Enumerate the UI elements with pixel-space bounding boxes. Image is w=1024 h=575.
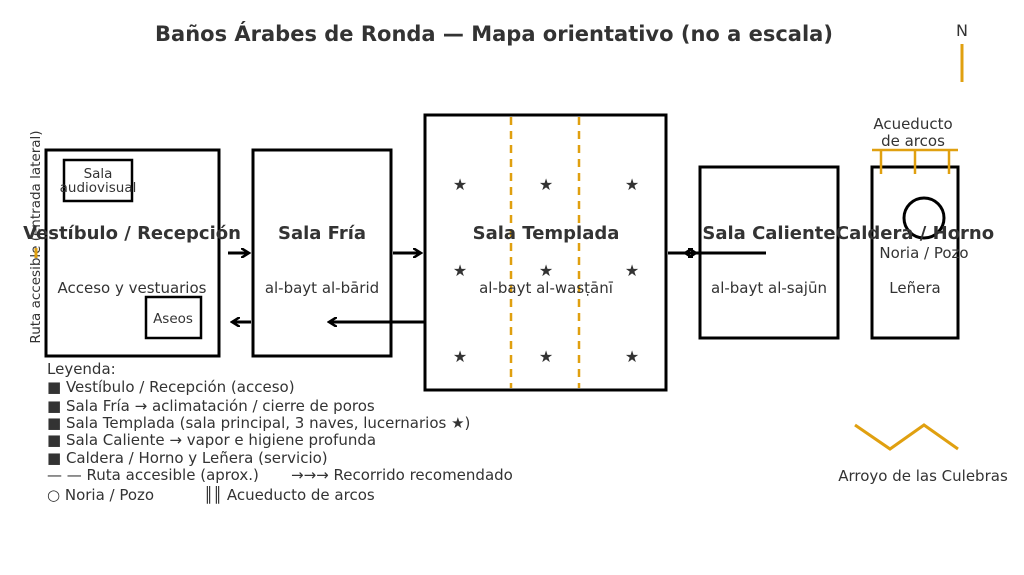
caliente-title: Sala Caliente xyxy=(702,223,835,244)
room-caldera: Caldera / Horno Noria / Pozo Leñera xyxy=(836,165,994,340)
room-vestibulo: Sala audiovisual Vestíbulo / Recepción A… xyxy=(23,148,241,358)
north-label: N xyxy=(956,21,968,40)
skylight-star-icon: ★ xyxy=(625,347,639,366)
room-templada: ★ ★ ★ ★ ★ ★ ★ ★ ★ Sala Templada al-bayt … xyxy=(423,113,668,392)
map-title: Baños Árabes de Ronda — Mapa orientativo… xyxy=(155,21,833,46)
arroyo-label: Arroyo de las Culebras xyxy=(838,467,1008,485)
skylight-star-icon: ★ xyxy=(453,347,467,366)
legend-heading: Leyenda: xyxy=(47,360,116,378)
skylight-star-icon: ★ xyxy=(453,261,467,280)
legend-item: ■ Caldera / Horno y Leñera (servicio) xyxy=(47,449,328,467)
skylight-star-icon: ★ xyxy=(625,175,639,194)
acueducto-label-1: Acueducto xyxy=(873,115,952,133)
noria-label: Noria / Pozo xyxy=(879,244,968,262)
legend: Leyenda: ■ Vestíbulo / Recepción (acceso… xyxy=(47,360,513,504)
legend-item: ■ Sala Fría → aclimatación / cierre de p… xyxy=(47,397,375,415)
caliente-subtitle: al-bayt al-sajūn xyxy=(711,279,827,297)
skylight-star-icon: ★ xyxy=(539,175,553,194)
aseos-label: Aseos xyxy=(153,311,193,327)
caldera-title: Caldera / Horno xyxy=(836,223,994,244)
skylight-star-icon: ★ xyxy=(625,261,639,280)
legend-noria: ○ Noria / Pozo xyxy=(47,486,154,504)
aqueduct-icon: Acueducto de arcos xyxy=(872,115,958,174)
legend-item: ■ Vestíbulo / Recepción (acceso) xyxy=(47,378,295,396)
skylight-star-icon: ★ xyxy=(453,175,467,194)
acueducto-label-2: de arcos xyxy=(881,132,945,150)
north-arrow-icon: N xyxy=(956,21,968,82)
noria-circle-icon xyxy=(902,196,946,240)
legend-item: ■ Sala Templada (sala principal, 3 naves… xyxy=(47,414,470,432)
templada-title: Sala Templada xyxy=(473,223,620,244)
accessible-route-label: Ruta accesible (entrada lateral) xyxy=(28,130,44,343)
legend-route-arrows: →→→ Recorrido recomendado xyxy=(291,466,513,484)
audiovisual-room xyxy=(62,158,134,203)
audiovisual-label-1: Sala xyxy=(84,166,113,182)
fria-subtitle: al-bayt al-bārid xyxy=(265,279,379,297)
audiovisual-label-2: audiovisual xyxy=(60,180,137,196)
legend-route-line: — — Ruta accesible (aprox.) xyxy=(47,466,259,484)
legend-item: ■ Sala Caliente → vapor e higiene profun… xyxy=(47,431,376,449)
stream-icon xyxy=(854,423,959,451)
vestibulo-title: Vestíbulo / Recepción xyxy=(23,223,241,244)
fria-title: Sala Fría xyxy=(278,223,366,244)
legend-acueducto: ║║ Acueducto de arcos xyxy=(204,485,375,504)
skylight-star-icon: ★ xyxy=(539,261,553,280)
skylight-star-icon: ★ xyxy=(539,347,553,366)
room-caliente: Sala Caliente al-bayt al-sajūn xyxy=(698,165,840,340)
aseos-room xyxy=(144,295,203,340)
lenera-label: Leñera xyxy=(889,279,940,297)
templada-subtitle: al-bayt al-wasṭānī xyxy=(479,279,614,297)
vestibulo-subtitle: Acceso y vestuarios xyxy=(58,279,207,297)
room-fria: Sala Fría al-bayt al-bārid xyxy=(251,148,393,358)
